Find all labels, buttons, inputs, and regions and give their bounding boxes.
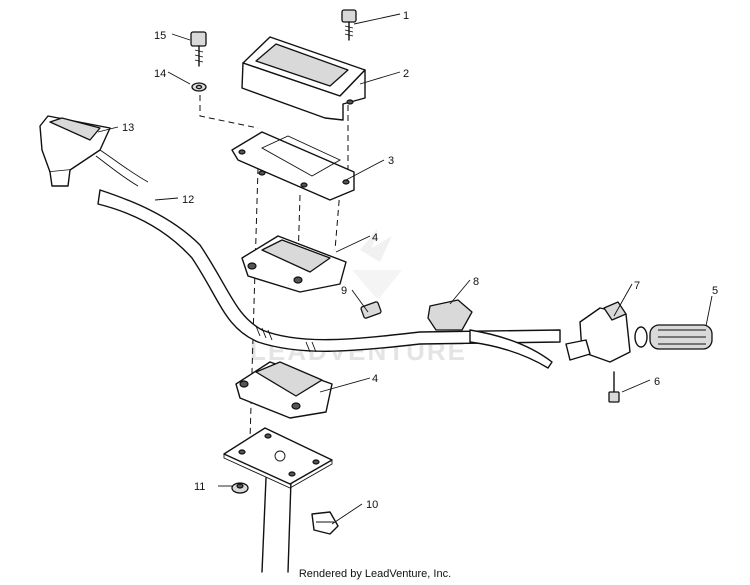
callout-10: 10 (366, 499, 378, 511)
handlebar-clamp-lower-4 (235, 361, 333, 419)
bushing-9 (360, 301, 382, 319)
callout-1: 1 (403, 10, 409, 22)
callout-3: 3 (388, 155, 394, 167)
callout-13: 13 (122, 122, 134, 134)
handlebar-pad-2 (241, 36, 366, 121)
callout-8: 8 (473, 276, 479, 288)
throttle-housing-7 (565, 301, 631, 363)
nut-11 (231, 482, 249, 494)
handlebar-clamp-upper-4 (241, 235, 347, 293)
brake-master-cylinder-13 (39, 115, 149, 187)
hand-grip-5 (634, 324, 713, 350)
steering-stem (261, 477, 292, 573)
brake-lever-8 (427, 299, 553, 369)
callout-4-upper: 4 (372, 232, 378, 244)
screw-6 (608, 371, 620, 403)
callout-14: 14 (154, 68, 166, 80)
callout-9: 9 (341, 285, 347, 297)
hose-clamp-10 (311, 511, 339, 535)
mount-plate-3 (231, 131, 355, 201)
leader-lines (97, 13, 713, 525)
callout-15: 15 (154, 30, 166, 42)
washer-14 (191, 82, 207, 92)
render-credit: Rendered by LeadVenture, Inc. (298, 568, 452, 580)
callout-2: 2 (403, 68, 409, 80)
callout-6: 6 (654, 376, 660, 388)
callout-4-lower: 4 (372, 373, 378, 385)
handlebar-12 (97, 189, 561, 353)
watermark-logo-icon (352, 228, 402, 300)
callout-12: 12 (182, 194, 194, 206)
callout-11: 11 (194, 481, 205, 493)
stem-plate (223, 427, 333, 489)
callout-7: 7 (634, 280, 640, 292)
bolt-1 (341, 9, 357, 41)
bolt-15 (190, 31, 207, 67)
callout-5: 5 (712, 285, 718, 297)
